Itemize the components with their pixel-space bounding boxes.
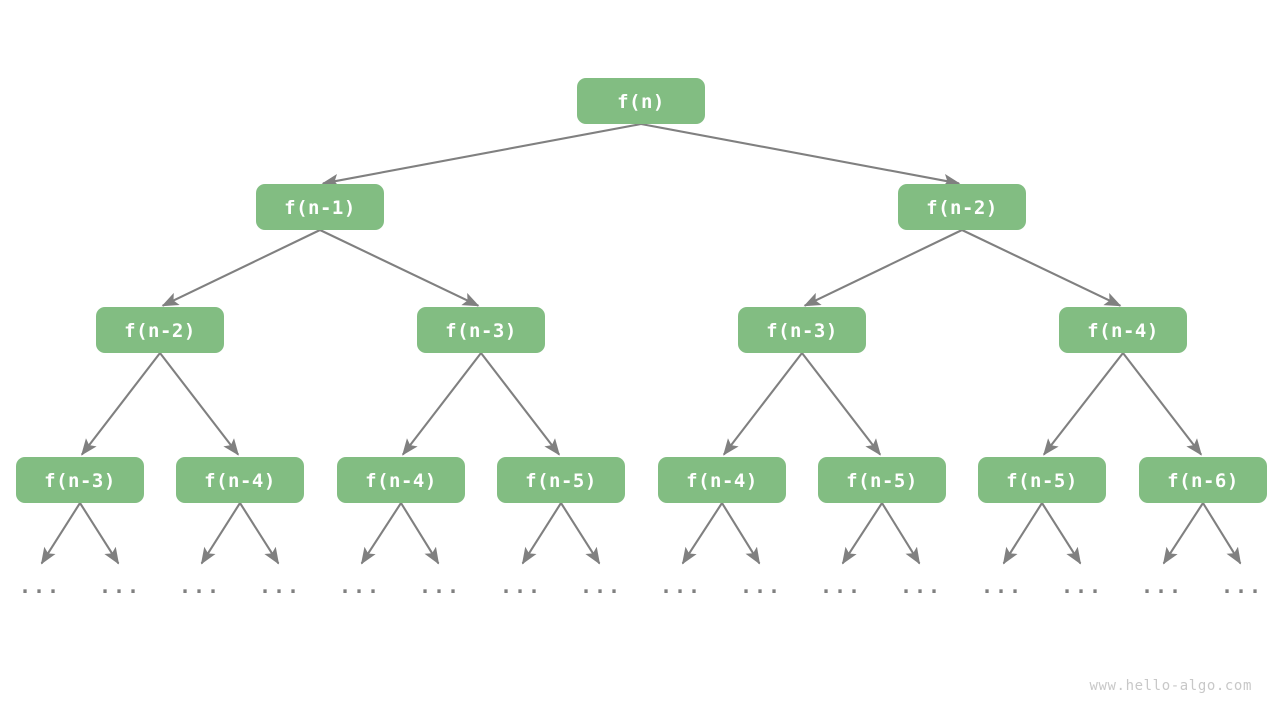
- tree-node[interactable]: f(n-2): [96, 307, 224, 353]
- tree-node[interactable]: f(n-4): [1059, 307, 1187, 353]
- node-label: f(n-4): [365, 470, 437, 492]
- tree-edge: [161, 229, 321, 307]
- ellipsis-label: ...: [1221, 574, 1263, 598]
- node-box: [1059, 307, 1187, 353]
- tree-edge: [1122, 352, 1203, 456]
- watermark-label: www.hello-algo.com: [1089, 678, 1252, 694]
- tree-node[interactable]: f(n-3): [417, 307, 545, 353]
- node-label: f(n-2): [124, 320, 196, 342]
- ellipsis-label: ...: [660, 574, 702, 598]
- ellipsis-label: ...: [19, 574, 61, 598]
- tree-edge: [480, 352, 561, 456]
- ellipsis-label: ...: [900, 574, 942, 598]
- node-box: [978, 457, 1106, 503]
- tree-leaf-edge: [841, 502, 883, 565]
- tree-edge: [803, 229, 963, 307]
- node-box: [96, 307, 224, 353]
- ellipsis-label: ...: [419, 574, 461, 598]
- node-label: f(n-3): [44, 470, 116, 492]
- node-label: f(n-1): [284, 197, 356, 219]
- tree-leaf-edge: [1041, 502, 1082, 565]
- ellipsis-layer: ........................................…: [19, 574, 1263, 598]
- tree-edge: [159, 352, 240, 456]
- node-label: f(n-5): [1006, 470, 1078, 492]
- tree-edge: [722, 352, 803, 456]
- node-box: [577, 78, 705, 124]
- tree-leaf-edge: [239, 502, 280, 565]
- node-box: [818, 457, 946, 503]
- ellipsis-label: ...: [740, 574, 782, 598]
- tree-node[interactable]: f(n-5): [818, 457, 946, 503]
- tree-leaf-edge: [40, 502, 81, 565]
- tree-edge: [401, 352, 482, 456]
- ellipsis-label: ...: [820, 574, 862, 598]
- node-label: f(n-3): [445, 320, 517, 342]
- node-label: f(n-5): [525, 470, 597, 492]
- node-box: [497, 457, 625, 503]
- tree-node[interactable]: f(n-2): [898, 184, 1026, 230]
- tree-leaf-edge: [721, 502, 761, 565]
- tree-node[interactable]: f(n-3): [16, 457, 144, 503]
- tree-leaf-edge: [79, 502, 120, 565]
- tree-leaf-edge: [1202, 502, 1242, 565]
- tree-edge: [640, 122, 961, 188]
- node-box: [898, 184, 1026, 230]
- tree-node[interactable]: f(n-4): [658, 457, 786, 503]
- tree-node[interactable]: f(n): [577, 78, 705, 124]
- tree-leaf-edge: [1002, 502, 1043, 565]
- node-box: [738, 307, 866, 353]
- node-label: f(n-6): [1167, 470, 1239, 492]
- node-box: [658, 457, 786, 503]
- ellipsis-label: ...: [179, 574, 221, 598]
- tree-leaf-edge: [881, 502, 921, 565]
- ellipsis-label: ...: [500, 574, 542, 598]
- node-box: [337, 457, 465, 503]
- tree-leaf-edge: [400, 502, 440, 565]
- tree-node[interactable]: f(n-5): [497, 457, 625, 503]
- tree-leaf-edge: [360, 502, 402, 565]
- node-label: f(n-4): [204, 470, 276, 492]
- node-box: [176, 457, 304, 503]
- node-label: f(n-4): [686, 470, 758, 492]
- ellipsis-label: ...: [1141, 574, 1183, 598]
- node-label: f(n-5): [846, 470, 918, 492]
- ellipsis-label: ...: [339, 574, 381, 598]
- tree-node[interactable]: f(n-6): [1139, 457, 1267, 503]
- tree-leaf-edge: [200, 502, 241, 565]
- tree-node[interactable]: f(n-1): [256, 184, 384, 230]
- node-box: [1139, 457, 1267, 503]
- tree-node[interactable]: f(n-4): [337, 457, 465, 503]
- nodes-layer: f(n) f(n-1) f(n-2) f(n-2) f(n-3) f(n-3) f(n-4)…: [16, 78, 1267, 503]
- edges-layer: [40, 122, 1242, 565]
- tree-edge: [961, 229, 1122, 307]
- tree-edge: [1043, 352, 1124, 456]
- tree-leaf-edge: [681, 502, 723, 565]
- ellipsis-label: ...: [1061, 574, 1103, 598]
- ellipsis-label: ...: [981, 574, 1023, 598]
- ellipsis-label: ...: [99, 574, 141, 598]
- node-label: f(n-3): [766, 320, 838, 342]
- ellipsis-label: ...: [259, 574, 301, 598]
- ellipsis-label: ...: [580, 574, 622, 598]
- node-box: [417, 307, 545, 353]
- tree-edge: [801, 352, 882, 456]
- tree-node[interactable]: f(n-3): [738, 307, 866, 353]
- tree-edge: [321, 122, 642, 188]
- tree-edge: [80, 352, 161, 456]
- node-label: f(n-2): [926, 197, 998, 219]
- tree-edge: [319, 229, 480, 307]
- node-label: f(n): [617, 91, 665, 113]
- tree-leaf-edge: [1162, 502, 1204, 565]
- tree-leaf-edge: [560, 502, 601, 565]
- node-box: [16, 457, 144, 503]
- node-box: [256, 184, 384, 230]
- tree-node[interactable]: f(n-5): [978, 457, 1106, 503]
- tree-node[interactable]: f(n-4): [176, 457, 304, 503]
- node-label: f(n-4): [1087, 320, 1159, 342]
- tree-leaf-edge: [521, 502, 562, 565]
